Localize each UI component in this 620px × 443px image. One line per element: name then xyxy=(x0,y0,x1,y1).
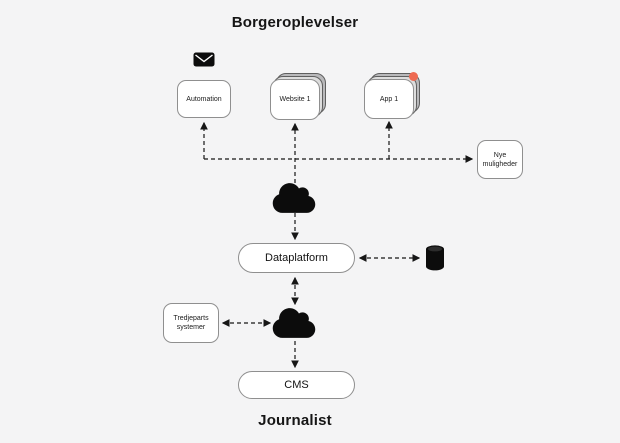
node-tredjeparts-line2: systemer xyxy=(176,324,206,331)
node-nye-muligheder-line2: muligheder xyxy=(482,160,518,168)
node-app: App 1 xyxy=(364,72,420,119)
node-tredjeparts-line1: Tredjeparts xyxy=(173,315,209,322)
node-nye-muligheder-line1: Nye xyxy=(493,151,507,159)
cloud-icon xyxy=(272,306,316,340)
database-icon xyxy=(425,245,445,271)
node-dataplatform-label: Dataplatform xyxy=(238,243,355,273)
node-app-label: App 1 xyxy=(364,79,414,119)
notification-dot-icon xyxy=(409,72,418,81)
footer-label: Journalist xyxy=(258,412,332,429)
cloud-icon xyxy=(272,181,316,215)
mail-icon xyxy=(193,52,215,67)
node-website-label: Website 1 xyxy=(270,79,320,120)
node-automation-label: Automation xyxy=(177,80,231,118)
node-dataplatform: Dataplatform xyxy=(238,243,355,273)
node-tredjeparts: Tredjeparts systemer xyxy=(163,303,219,343)
diagram-title: Borgeroplevelser xyxy=(231,14,359,31)
node-cms: CMS xyxy=(238,371,355,399)
node-website: Website 1 xyxy=(270,73,326,120)
node-nye-muligheder: Nye muligheder xyxy=(477,140,523,179)
node-cms-label: CMS xyxy=(238,371,355,399)
node-automation: Automation xyxy=(177,80,231,118)
